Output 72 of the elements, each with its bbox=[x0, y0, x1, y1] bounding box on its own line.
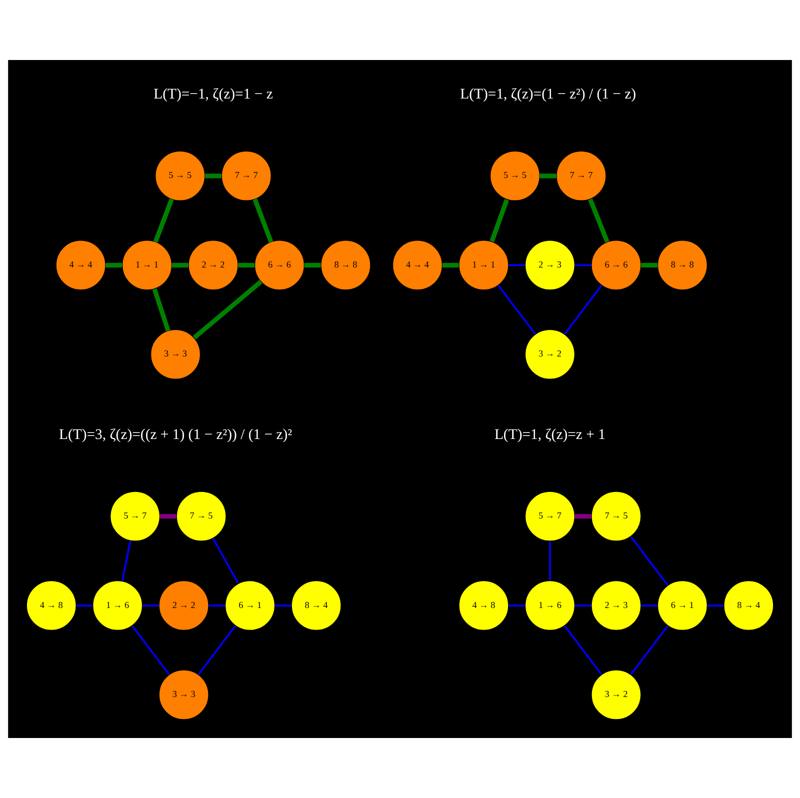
node-circle: 3 → 3 bbox=[150, 329, 201, 380]
connector bbox=[304, 262, 321, 268]
node-circle: 8 → 8 bbox=[657, 240, 708, 290]
node-circle: 8 → 4 bbox=[290, 580, 342, 631]
node-circle: 2 → 3 bbox=[590, 580, 642, 631]
label: L(T)=1, ζ(z)=z + 1 bbox=[494, 426, 606, 443]
connector bbox=[208, 604, 226, 606]
node-circle: 4 → 4 bbox=[392, 240, 443, 290]
connector bbox=[549, 541, 551, 581]
connector bbox=[540, 174, 556, 178]
connector bbox=[153, 198, 174, 243]
connector bbox=[121, 540, 132, 582]
node-circle: 8 → 4 bbox=[723, 580, 774, 631]
label: L(T)=1, ζ(z)=(1 − z²) / (1 − z) bbox=[460, 86, 636, 102]
connector bbox=[76, 604, 93, 606]
connector bbox=[238, 262, 255, 268]
node-circle: 7 → 5 bbox=[176, 491, 227, 542]
node-circle: 6 → 6 bbox=[590, 240, 642, 290]
node-circle: 2 → 2 bbox=[188, 240, 239, 290]
connector bbox=[160, 514, 176, 519]
connector bbox=[204, 174, 222, 178]
connector bbox=[490, 199, 509, 242]
node-circle: 4 → 4 bbox=[55, 240, 106, 290]
connector bbox=[152, 288, 170, 332]
node-circle: 4 → 8 bbox=[26, 580, 77, 631]
node-circle: 5 → 7 bbox=[110, 491, 160, 542]
connector bbox=[564, 625, 602, 676]
connector bbox=[172, 262, 188, 268]
connector bbox=[106, 262, 122, 268]
connector bbox=[274, 604, 292, 606]
connector bbox=[252, 198, 274, 243]
node-circle: 8 → 8 bbox=[320, 240, 372, 290]
connector bbox=[564, 284, 602, 335]
node-circle: 2 → 2 bbox=[158, 580, 210, 631]
node-circle: 7 → 7 bbox=[221, 150, 272, 202]
node-circle: 4 → 8 bbox=[458, 580, 510, 631]
node-circle: 1 → 1 bbox=[122, 240, 172, 290]
node-circle: 7 → 5 bbox=[590, 491, 642, 542]
connector bbox=[508, 604, 526, 606]
node-circle: 6 → 6 bbox=[254, 240, 305, 290]
node-circle: 1 → 6 bbox=[524, 580, 576, 631]
label: L(T)=−1, ζ(z)=1 − z bbox=[154, 86, 273, 102]
connector bbox=[508, 264, 526, 266]
node-circle: 3 → 2 bbox=[524, 329, 576, 380]
node-circle: 5 → 7 bbox=[524, 491, 576, 542]
node-circle: 7 → 7 bbox=[556, 150, 607, 202]
node-circle: 1 → 6 bbox=[92, 580, 143, 631]
connector bbox=[142, 604, 159, 606]
connector bbox=[212, 538, 239, 584]
connector bbox=[707, 604, 724, 606]
connector bbox=[442, 262, 459, 268]
connector bbox=[588, 198, 610, 243]
node-circle: 1 → 1 bbox=[458, 240, 510, 290]
node-circle: 5 → 5 bbox=[154, 150, 206, 202]
label: L(T)=3, ζ(z)=((z + 1) (1 − z²)) / (1 − z)² bbox=[58, 426, 292, 443]
connector bbox=[132, 625, 170, 676]
node-circle: 3 → 2 bbox=[590, 669, 642, 720]
node-circle: 6 → 1 bbox=[657, 580, 708, 631]
connector bbox=[574, 264, 592, 266]
connector bbox=[641, 262, 658, 268]
connector bbox=[498, 284, 536, 335]
connector bbox=[574, 604, 592, 606]
node-circle: 5 → 5 bbox=[490, 150, 540, 202]
node-circle: 3 → 3 bbox=[158, 669, 210, 720]
node-circle: 6 → 1 bbox=[224, 580, 276, 631]
connector bbox=[630, 536, 668, 586]
connector bbox=[192, 280, 262, 340]
node-circle: 2 → 3 bbox=[524, 240, 576, 290]
connector bbox=[630, 625, 668, 676]
connector bbox=[198, 625, 236, 676]
connector bbox=[641, 604, 658, 606]
connector bbox=[574, 514, 592, 519]
